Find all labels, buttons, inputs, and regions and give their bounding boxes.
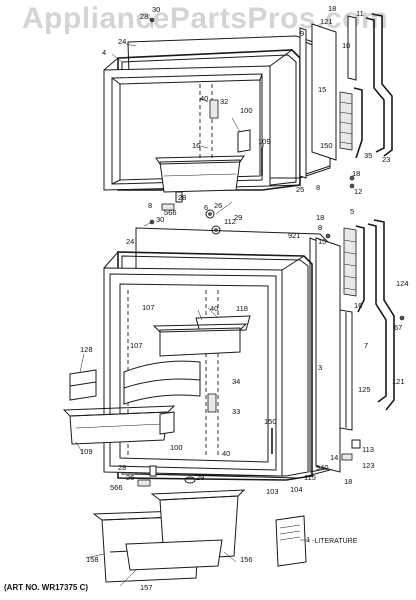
part-label: 30 bbox=[156, 215, 164, 224]
part-label: 100 bbox=[240, 106, 253, 115]
part-label: 40 bbox=[222, 449, 230, 458]
part-label: 24 bbox=[118, 37, 126, 46]
part-label: 67 bbox=[394, 323, 402, 332]
part-label: 14 bbox=[330, 453, 338, 462]
part-label: 18 bbox=[352, 169, 360, 178]
part-label: 8 bbox=[318, 223, 322, 232]
part-label: 107 bbox=[142, 303, 155, 312]
part-label: 921 bbox=[288, 231, 301, 240]
part-label: 128 bbox=[80, 345, 93, 354]
fresh-food-door-assembly-icon bbox=[62, 219, 405, 487]
part-label: 30 bbox=[152, 5, 160, 14]
part-label: 566 bbox=[110, 483, 123, 492]
part-label: 8 bbox=[316, 183, 320, 192]
part-label: 40 bbox=[200, 94, 208, 103]
part-label: 109 bbox=[80, 447, 93, 456]
part-label: 157 bbox=[140, 583, 153, 592]
part-label: 104 bbox=[290, 485, 303, 494]
part-label: 11 bbox=[356, 9, 364, 18]
part-label: 40 bbox=[210, 304, 218, 313]
part-label: 8 bbox=[148, 201, 152, 210]
part-label: 18 bbox=[344, 477, 352, 486]
part-label: 156 bbox=[240, 555, 253, 564]
part-label: 29 bbox=[196, 473, 204, 482]
part-label: 26 bbox=[126, 473, 134, 482]
part-label: 28 bbox=[118, 463, 126, 472]
leader-lines bbox=[75, 17, 310, 587]
part-label: 4 bbox=[102, 48, 106, 57]
part-label: 150 bbox=[320, 141, 333, 150]
part-label: 33 bbox=[232, 407, 240, 416]
part-label: 32 bbox=[220, 97, 228, 106]
part-label: 103 bbox=[266, 487, 279, 496]
part-label: 3 bbox=[318, 363, 322, 372]
part-label: 25 bbox=[296, 185, 304, 194]
part-label: 26 bbox=[214, 201, 222, 210]
part-label: 121 bbox=[392, 377, 405, 386]
part-label: 24 bbox=[126, 237, 134, 246]
part-label: 109 bbox=[258, 137, 271, 146]
part-label: 158 bbox=[86, 555, 99, 564]
part-label: 7 bbox=[364, 341, 368, 350]
part-label: 35 bbox=[364, 151, 372, 160]
literature-icon bbox=[275, 515, 307, 567]
part-label: 28 bbox=[140, 12, 148, 21]
part-label: 121 bbox=[320, 17, 333, 26]
part-label: 12 bbox=[354, 187, 362, 196]
part-label: 34 bbox=[232, 377, 240, 386]
part-label: 15 bbox=[318, 85, 326, 94]
part-label: 940 bbox=[316, 463, 329, 472]
part-label: 23 bbox=[382, 155, 390, 164]
part-label: 150 bbox=[264, 417, 277, 426]
crisper-drawers-icon bbox=[92, 489, 246, 583]
literature-label: -LITERATURE bbox=[312, 538, 358, 545]
part-label: 113 bbox=[362, 445, 374, 454]
part-label: 100 bbox=[170, 443, 183, 452]
part-label: 112 bbox=[224, 217, 236, 226]
part-label: 15 bbox=[318, 237, 326, 246]
freezer-door-assembly-icon bbox=[103, 13, 393, 219]
part-label: 107 bbox=[130, 341, 143, 350]
part-label: 16 bbox=[354, 301, 362, 310]
art-number: (ART NO. WR17375 C) bbox=[4, 583, 89, 592]
part-label: 29 bbox=[234, 213, 242, 222]
part-label: 125 bbox=[358, 385, 371, 394]
part-label: 1 bbox=[306, 535, 310, 544]
part-label: 566 bbox=[164, 208, 177, 217]
part-label: 115 bbox=[304, 473, 316, 482]
part-label: 123 bbox=[362, 461, 375, 470]
part-label: 18 bbox=[316, 213, 324, 222]
part-label: 10 bbox=[342, 41, 350, 50]
part-label: 5 bbox=[350, 207, 354, 216]
part-label: 28 bbox=[178, 193, 186, 202]
part-label: 6 bbox=[204, 203, 208, 212]
part-label: 18 bbox=[328, 4, 336, 13]
part-label: 9 bbox=[300, 29, 304, 38]
part-label: 118 bbox=[236, 304, 248, 313]
part-label: 16 bbox=[192, 141, 200, 150]
part-label: 124 bbox=[396, 279, 409, 288]
